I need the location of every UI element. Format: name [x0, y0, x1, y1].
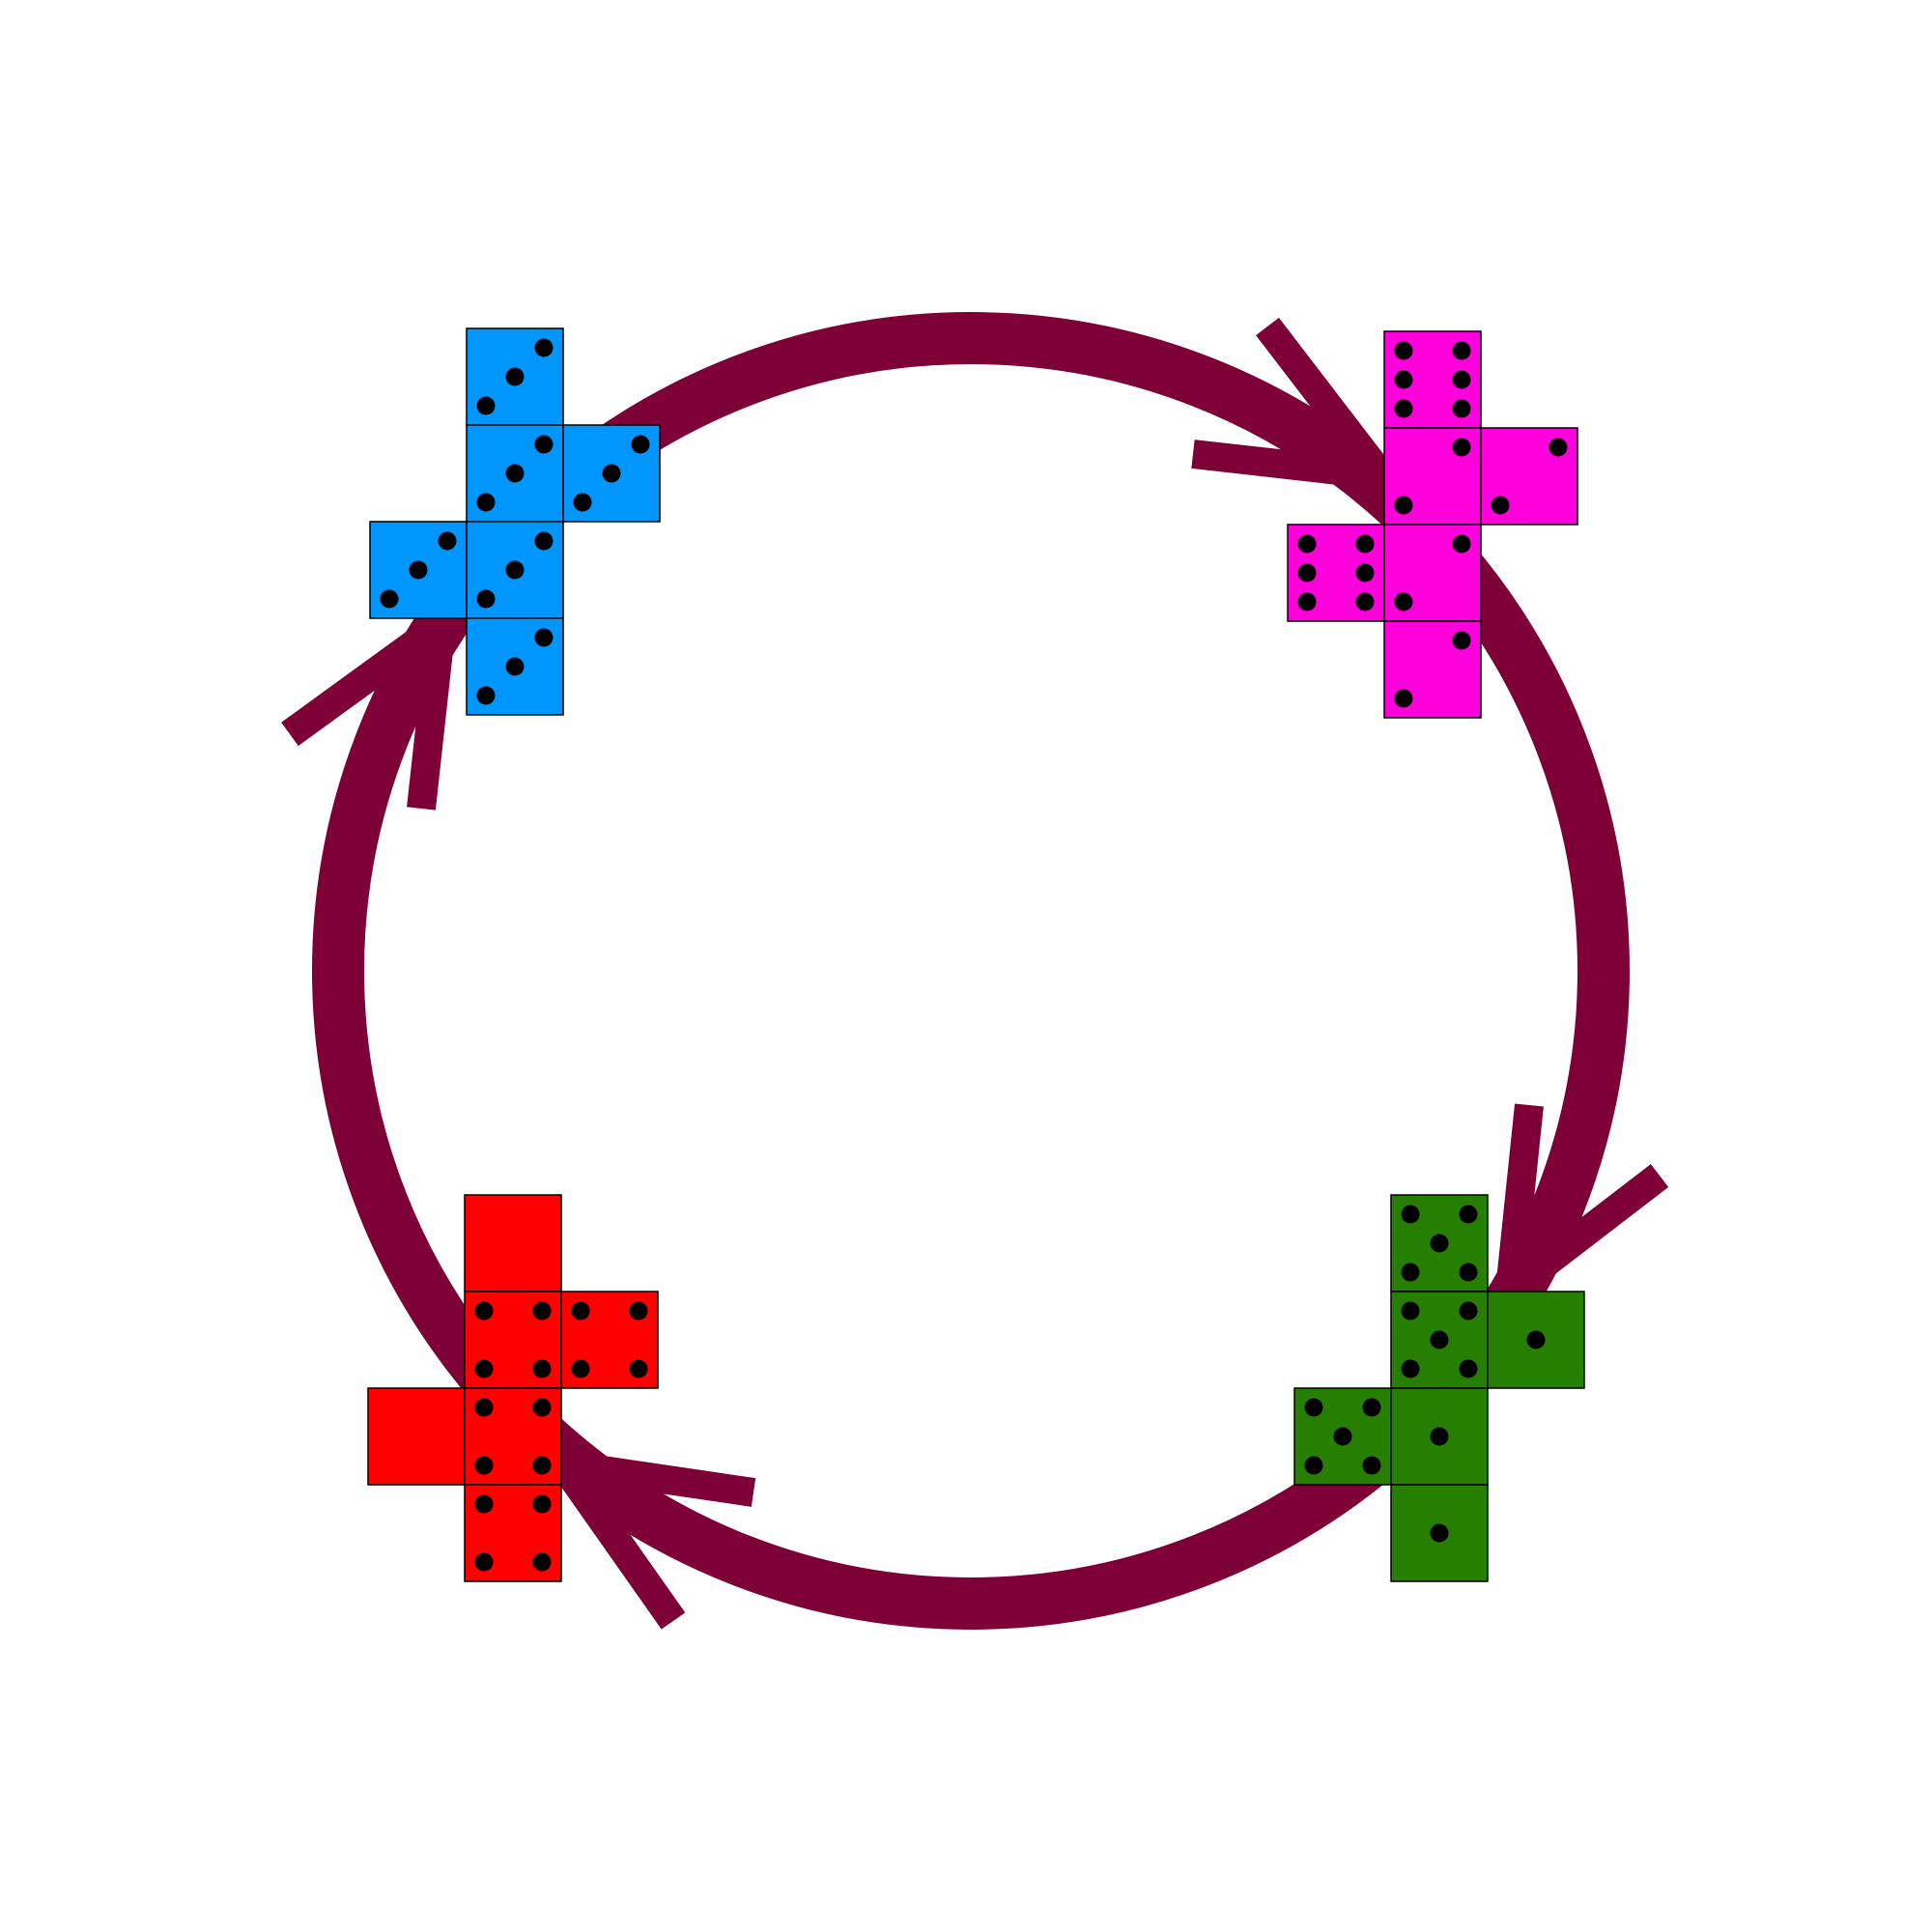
green-net-face-upper-right — [1487, 1291, 1585, 1389]
red-net-face-upper-middle-pip — [474, 1301, 494, 1321]
green-net-face-upper-middle-pip — [1401, 1359, 1420, 1378]
green-net-face-top-pip — [1401, 1205, 1420, 1224]
magenta-net-face-bottom-pip — [1452, 631, 1471, 650]
green-net-face-top-pip — [1459, 1205, 1478, 1224]
cycle-ring — [312, 312, 1630, 1630]
blue-net-face-upper-middle-pip — [476, 493, 496, 512]
magenta-net-face-top-pip — [1394, 341, 1413, 360]
arrow-magenta-to-green-icon — [1492, 1103, 1669, 1323]
blue-net-face-upper-right-pip — [602, 464, 621, 483]
blue-net-face-upper-middle-pip — [505, 464, 525, 483]
blue-net-face-left-pip — [380, 589, 399, 609]
green-net-face-left-pip — [1304, 1398, 1323, 1417]
arrow-green-to-red-icon — [531, 1445, 756, 1630]
red-net-face-upper-right-pip — [629, 1301, 648, 1321]
magenta-net-face-upper-middle-pip — [1452, 438, 1471, 457]
blue-net-face-top-pip — [534, 338, 554, 357]
red-net-face-upper-right-pip — [629, 1359, 648, 1378]
green-net-face-upper-middle-pip — [1459, 1301, 1478, 1321]
magenta-net-face-top-pip — [1452, 399, 1471, 418]
blue-net-face-center-pip — [505, 560, 525, 580]
red-net-face-top — [464, 1194, 562, 1293]
red-net-face-bottom-pip — [474, 1552, 494, 1572]
magenta-net-face-upper-right-pip — [1548, 438, 1568, 457]
green-net-face-top-pip — [1459, 1263, 1478, 1282]
magenta-net-face-left-pip — [1297, 592, 1317, 611]
blue-net-face-left-pip — [438, 531, 457, 551]
red-net-face-center-pip — [474, 1456, 494, 1475]
green-net-face-upper-middle-pip — [1401, 1301, 1420, 1321]
red-net-face-upper-right-pip — [571, 1359, 590, 1378]
magenta-net-face-top-pip — [1394, 399, 1413, 418]
magenta-net-face-left-pip — [1297, 534, 1317, 554]
green-net-face-left-pip — [1362, 1398, 1381, 1417]
blue-net-face-top-pip — [476, 396, 496, 415]
cycle-ring-stroke — [312, 312, 1630, 1630]
red-net-face-upper-middle-pip — [532, 1301, 552, 1321]
red-net-face-upper-middle-pip — [474, 1359, 494, 1378]
green-net-face-left-pip — [1304, 1456, 1323, 1475]
green-net-face-center — [1390, 1387, 1489, 1486]
magenta-net-face-upper-right-pip — [1491, 496, 1510, 515]
green-net-face-top-pip — [1401, 1263, 1420, 1282]
blue-net-face-left-pip — [409, 560, 428, 580]
red-net-face-center-pip — [474, 1398, 494, 1417]
magenta-net-face-top-pip — [1452, 341, 1471, 360]
red-net-face-center-pip — [532, 1456, 552, 1475]
red-net-face-upper-right-pip — [571, 1301, 590, 1321]
magenta-net-face-center-pip — [1452, 534, 1471, 554]
red-net-face-bottom-pip — [474, 1494, 494, 1514]
magenta-net-face-center-pip — [1394, 592, 1413, 611]
blue-net-face-bottom-pip — [505, 657, 525, 676]
green-net-face-bottom-pip — [1430, 1523, 1449, 1543]
red-net — [367, 1194, 659, 1582]
red-net-face-upper-middle-pip — [532, 1359, 552, 1378]
red-net-face-left — [367, 1387, 466, 1486]
magenta-net-face-left-pip — [1297, 563, 1317, 582]
arrow-red-to-blue-icon — [281, 592, 460, 810]
blue-net-face-upper-middle-pip — [534, 435, 554, 454]
cycle-arrowheads — [281, 317, 1669, 1630]
green-net — [1293, 1194, 1585, 1582]
green-net-face-upper-right-pip — [1526, 1330, 1546, 1350]
magenta-net — [1287, 330, 1578, 719]
green-net-face-left-pip — [1362, 1456, 1381, 1475]
blue-net-face-upper-right-pip — [631, 435, 650, 454]
magenta-net-face-top-pip — [1394, 370, 1413, 389]
blue-net-face-center-pip — [476, 589, 496, 609]
green-net-face-upper-middle-pip — [1430, 1330, 1449, 1350]
magenta-net-face-left-pip — [1355, 563, 1375, 582]
magenta-net-face-bottom-pip — [1394, 689, 1413, 708]
dice-nets — [367, 327, 1585, 1582]
blue-net — [369, 327, 661, 716]
red-net-face-center-pip — [532, 1398, 552, 1417]
green-net-face-center-pip — [1430, 1427, 1449, 1446]
magenta-net-face-left-pip — [1355, 592, 1375, 611]
blue-net-face-bottom-pip — [534, 628, 554, 647]
blue-net-face-top-pip — [505, 367, 525, 386]
green-net-face-upper-middle-pip — [1459, 1359, 1478, 1378]
magenta-net-face-upper-middle-pip — [1394, 496, 1413, 515]
red-net-face-bottom-pip — [532, 1494, 552, 1514]
arrow-blue-to-magenta-icon — [1191, 317, 1414, 494]
blue-net-face-center-pip — [534, 531, 554, 551]
magenta-net-face-top-pip — [1452, 370, 1471, 389]
green-net-face-top-pip — [1430, 1234, 1449, 1253]
green-net-face-left-pip — [1333, 1427, 1352, 1446]
blue-net-face-bottom-pip — [476, 686, 496, 705]
blue-net-face-upper-right-pip — [573, 493, 592, 512]
magenta-net-face-left-pip — [1355, 534, 1375, 554]
red-net-face-bottom-pip — [532, 1552, 552, 1572]
